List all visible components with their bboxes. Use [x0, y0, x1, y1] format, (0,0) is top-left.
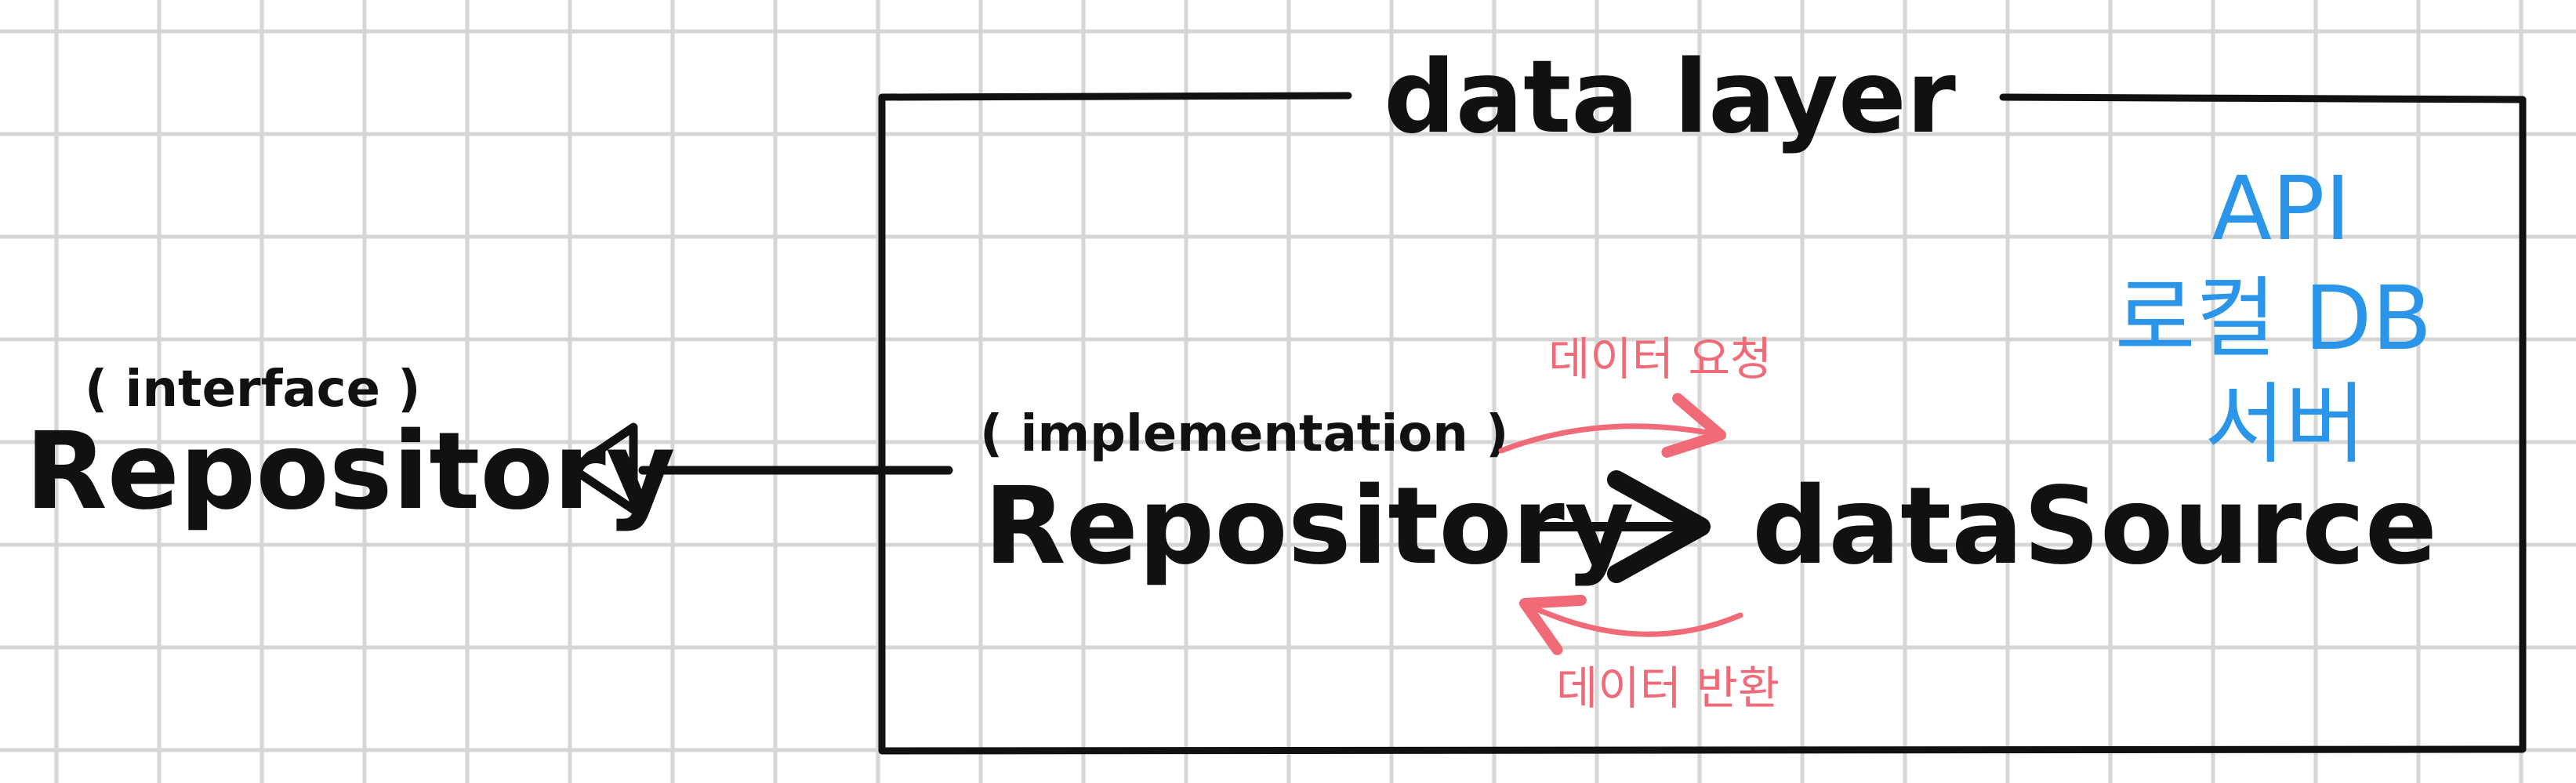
data-layer-frame: [878, 92, 2527, 755]
source-type-server: 서버: [2204, 374, 2366, 476]
implementation-repository-label: Repository: [984, 465, 1634, 589]
implements-arrow: [568, 422, 953, 514]
source-type-api: API: [2211, 158, 2350, 260]
data-source-label: dataSource: [1752, 465, 2437, 589]
data-response-arrow: [1519, 594, 1743, 655]
source-type-local-db: 로컬 DB: [2115, 268, 2433, 370]
data-request-label: 데이터 요청: [1548, 332, 1772, 386]
data-response-label: 데이터 반환: [1556, 662, 1780, 715]
implementation-annotation: ( implementation ): [980, 405, 1508, 463]
layer-title: data layer: [1384, 39, 1956, 156]
data-request-arrow: [1498, 393, 1726, 458]
interface-annotation: ( interface ): [85, 361, 421, 419]
interface-repository-label: Repository: [25, 410, 675, 534]
